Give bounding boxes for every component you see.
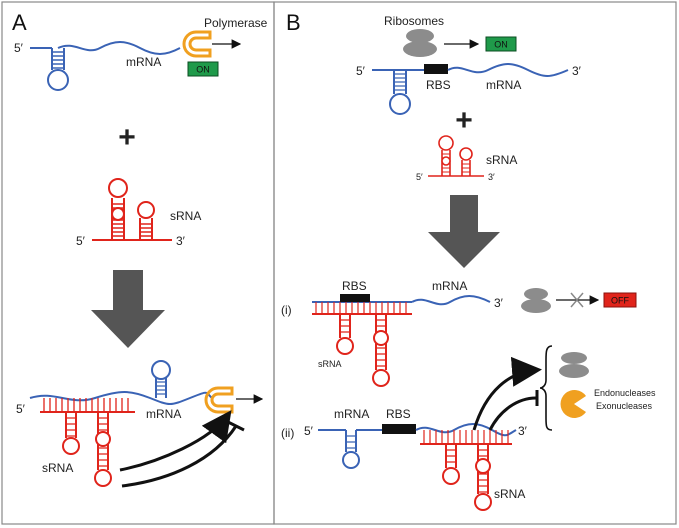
nuclease-icon xyxy=(560,389,586,418)
panel-b-plus: + xyxy=(455,104,473,137)
panel-b-srna xyxy=(428,135,484,177)
case-ii-mrna: mRNA xyxy=(334,407,369,421)
case-i-off-text: OFF xyxy=(611,296,629,306)
panel-b-mrna xyxy=(372,63,569,115)
panel-a-complex xyxy=(29,360,213,487)
case-ii-label: (ii) xyxy=(281,426,294,440)
panel-a-complex-mrna: mRNA xyxy=(146,407,181,421)
panel-a-on-badge xyxy=(187,61,219,77)
panel-a-complex-five-prime: 5′ xyxy=(16,402,26,416)
case-ii-ribosome-icon xyxy=(559,352,589,378)
panel-a-five-prime: 5′ xyxy=(14,41,24,55)
polymerase-label: Polymerase xyxy=(204,16,268,30)
panel-a-frame xyxy=(1,1,275,525)
panel-a-on-text: ON xyxy=(196,65,210,75)
ribosomes-label: Ribosomes xyxy=(384,14,444,28)
panel-a-complex-srna: sRNA xyxy=(42,461,73,475)
case-ii-arc-activation xyxy=(472,356,542,431)
case-ii-srna: sRNA xyxy=(494,487,525,501)
panel-b-srna-five-prime: 5′ xyxy=(416,172,423,182)
case-ii-arc-inhibition xyxy=(488,396,537,431)
panel-a-srna xyxy=(92,178,172,241)
case-ii-brace xyxy=(539,345,553,431)
panel-a-plus: + xyxy=(118,121,136,154)
case-ii-rbs: RBS xyxy=(386,407,411,421)
panel-a-srna-label: sRNA xyxy=(170,209,201,223)
panel-b-on-text: ON xyxy=(494,40,508,50)
panel-b-srna-label: sRNA xyxy=(486,153,517,167)
panel-b-down-arrow xyxy=(428,195,500,268)
endonucleases-label: Endonucleases xyxy=(594,388,656,398)
case-i-srna: sRNA xyxy=(318,359,342,369)
panel-b-five-prime: 5′ xyxy=(356,64,366,78)
panel-b-rbs: RBS xyxy=(426,78,451,92)
panel-b-three-prime: 3′ xyxy=(572,64,582,78)
panel-b-on-badge xyxy=(485,36,517,52)
panel-a-mrna-label: mRNA xyxy=(126,55,161,69)
case-i-blocked-icon xyxy=(570,292,584,308)
polymerase-icon xyxy=(182,30,212,58)
case-i-mrna: mRNA xyxy=(432,279,467,293)
panel-b-srna-three-prime: 3′ xyxy=(488,172,495,182)
panel-a-srna-five-prime: 5′ xyxy=(76,234,86,248)
panel-a-down-arrow xyxy=(91,270,165,348)
ribosome-icon xyxy=(403,29,437,57)
case-ii-three-prime: 3′ xyxy=(518,424,528,438)
panel-a-letter: A xyxy=(12,10,27,35)
case-i-complex xyxy=(312,294,491,387)
case-ii-five-prime: 5′ xyxy=(304,424,314,438)
case-ii-complex xyxy=(318,423,517,511)
case-i-ribosome-icon xyxy=(521,288,551,313)
case-i-rbs: RBS xyxy=(342,279,367,293)
case-i-off-badge xyxy=(603,292,637,308)
case-i-three-prime: 3′ xyxy=(494,296,504,310)
panel-a-mrna xyxy=(30,41,181,91)
panel-b-mrna-label: mRNA xyxy=(486,78,521,92)
case-i-label: (i) xyxy=(281,303,292,317)
inhibition-bar xyxy=(227,420,245,432)
panel-b-letter: B xyxy=(286,10,301,35)
panel-b-frame xyxy=(273,1,677,525)
panel-a-srna-three-prime: 3′ xyxy=(176,234,186,248)
inhibition-arc-inner xyxy=(121,425,238,488)
polymerase-icon-complex xyxy=(204,386,234,414)
inhibition-arc-outer xyxy=(119,410,232,472)
exonucleases-label: Exonucleases xyxy=(596,401,653,411)
